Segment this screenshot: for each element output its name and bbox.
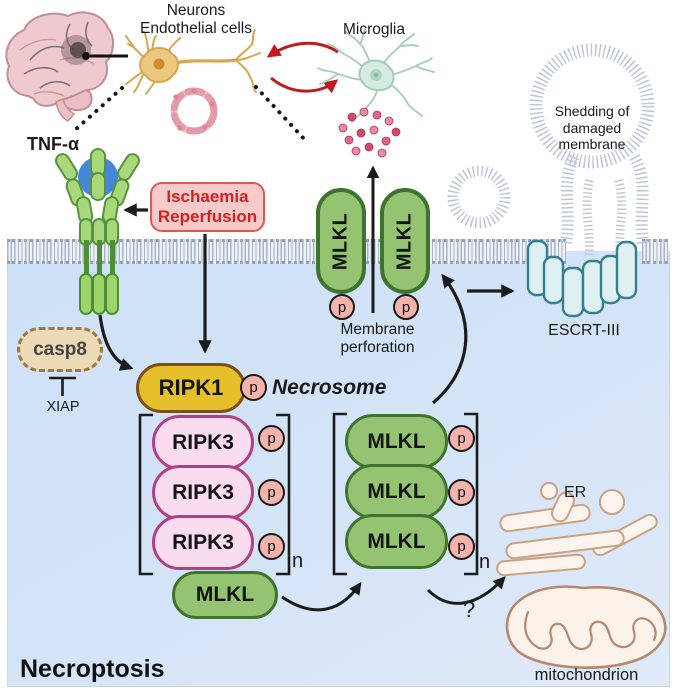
unknown-mechanism-label: ? — [463, 597, 476, 622]
mlkl-recruit-arrow — [281, 581, 362, 612]
xiap-label: XIAP — [46, 399, 80, 415]
diagram-title: Necroptosis — [20, 655, 165, 683]
phospho-badge: p — [448, 425, 475, 452]
mlkl-membrane-capsule: MLKL — [380, 188, 430, 294]
mlkl-membrane-capsule: MLKL — [316, 188, 366, 294]
membrane-bleb — [529, 43, 655, 256]
oligomer-n-label: n — [292, 550, 304, 572]
ripk3-capsule: RIPK3 — [152, 515, 254, 570]
endothelial-cell-ring — [170, 87, 218, 135]
phospho-badge: p — [258, 533, 285, 560]
receptor-to-ripk1-arrow — [98, 314, 134, 371]
ripk3-capsule: RIPK3 — [152, 415, 254, 470]
shed-vesicle — [447, 165, 511, 229]
ischaemia-reperfusion-box: Ischaemia Reperfusion — [150, 182, 265, 232]
phospho-badge: p — [329, 294, 355, 320]
mitochondrion-label: mitochondrion — [534, 666, 639, 684]
callout-dot — [82, 52, 90, 60]
phospho-badge: p — [240, 374, 267, 401]
ripk1-capsule: RIPK1 — [136, 363, 246, 413]
dotted-connectors — [73, 85, 308, 143]
mlkl-to-membrane-arrow — [431, 273, 468, 405]
mitochondrion-illustration — [505, 585, 667, 669]
membrane-perforation-label: Membrane perforation — [340, 321, 415, 356]
brain-illustration — [5, 11, 128, 122]
necrosome-label: Necrosome — [272, 376, 387, 399]
er-illustration — [496, 482, 658, 577]
escrt-complex — [526, 239, 638, 318]
microglia-label: Microglia — [342, 21, 405, 38]
mlkl-capsule: MLKL — [345, 414, 448, 469]
neurons-label-line1: Neurons — [166, 2, 226, 19]
ripk3-capsule: RIPK3 — [152, 465, 254, 520]
mlkl-capsule: MLKL — [345, 514, 448, 569]
ischaemia-label: Ischaemia — [166, 187, 249, 206]
phospho-badge: p — [448, 479, 475, 506]
shedding-label: Shedding of damaged membrane — [554, 103, 630, 152]
phospho-badge: p — [258, 425, 285, 452]
tnf-alpha-label: TNF-α — [27, 134, 80, 154]
tnf-receptor — [55, 148, 140, 315]
neuron-illustration — [125, 29, 261, 95]
mlkl-capsule: MLKL — [345, 464, 448, 519]
mlkl-free-capsule: MLKL — [172, 571, 278, 619]
escrt-label: ESCRT-III — [548, 322, 620, 339]
plasma-membrane-right — [642, 239, 668, 264]
casp8-capsule: casp8 — [17, 327, 103, 372]
microglia-illustration — [317, 27, 435, 123]
neurons-endothelial-label: Neurons Endothelial cells — [116, 2, 276, 37]
phospho-badge: p — [393, 294, 419, 320]
oligomer-brackets — [138, 412, 479, 576]
neuron-nucleus — [153, 58, 165, 70]
phospho-badge: p — [448, 533, 475, 560]
er-label: ER — [564, 484, 587, 501]
pathway-arrows — [98, 165, 515, 612]
released-particles — [338, 107, 401, 158]
reperfusion-label: Reperfusion — [157, 207, 258, 226]
neurons-label-line2: Endothelial cells — [139, 19, 252, 37]
oligomer-n-label: n — [479, 551, 491, 573]
crosstalk-cycle-arrows — [266, 41, 339, 94]
mlkl-to-organelle-arrow — [426, 576, 506, 605]
phospho-badge: p — [258, 479, 285, 506]
xiap-inhibition-bar — [49, 376, 76, 396]
